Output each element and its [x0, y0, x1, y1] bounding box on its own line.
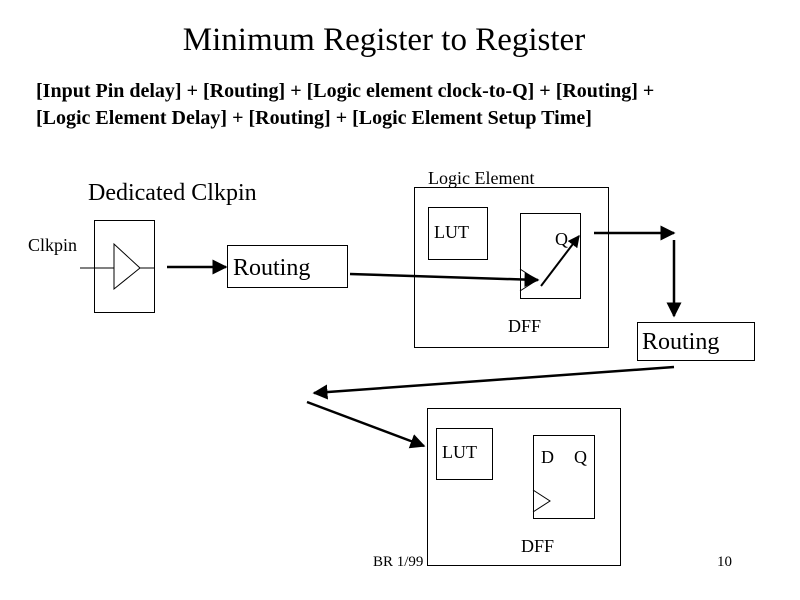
arrow-to-lut2	[306, 400, 426, 449]
routing-label-2: Routing	[642, 329, 720, 355]
page-number: 10	[717, 554, 732, 570]
le1-lut-label: LUT	[434, 222, 469, 242]
routing-label-1: Routing	[233, 255, 311, 281]
le2-q-label: Q	[574, 447, 587, 467]
arrow-routing-to-dff-clk	[349, 272, 540, 288]
le2-lut-box	[436, 428, 493, 480]
routing-box-2	[637, 322, 755, 361]
le2-dff-label: DFF	[521, 536, 555, 556]
le1-lut-box	[428, 207, 488, 260]
delay-formula-line-1: [Input Pin delay] + [Routing] + [Logic e…	[36, 80, 655, 102]
arrow-routing2-to-left	[312, 365, 675, 400]
slide-title: Minimum Register to Register	[182, 22, 586, 58]
le1-clock-triangle-icon	[519, 268, 538, 292]
dedicated-clkpin-label: Dedicated Clkpin	[88, 180, 257, 206]
clock-buffer-icon	[113, 242, 141, 291]
footer-date: BR 1/99	[373, 554, 424, 570]
le1-dff-label: DFF	[508, 316, 542, 336]
le2-clock-triangle-icon	[532, 489, 551, 513]
le1-q-label: Q	[555, 229, 568, 249]
logic-element-label: Logic Element	[428, 168, 535, 188]
le2-lut-label: LUT	[442, 442, 477, 462]
clkpin-label: Clkpin	[28, 235, 78, 255]
routing-box-1	[227, 245, 348, 288]
le2-d-label: D	[541, 447, 554, 467]
arrow-clk-to-q	[540, 235, 580, 287]
delay-formula-line-2: [Logic Element Delay] + [Routing] + [Log…	[36, 107, 592, 129]
